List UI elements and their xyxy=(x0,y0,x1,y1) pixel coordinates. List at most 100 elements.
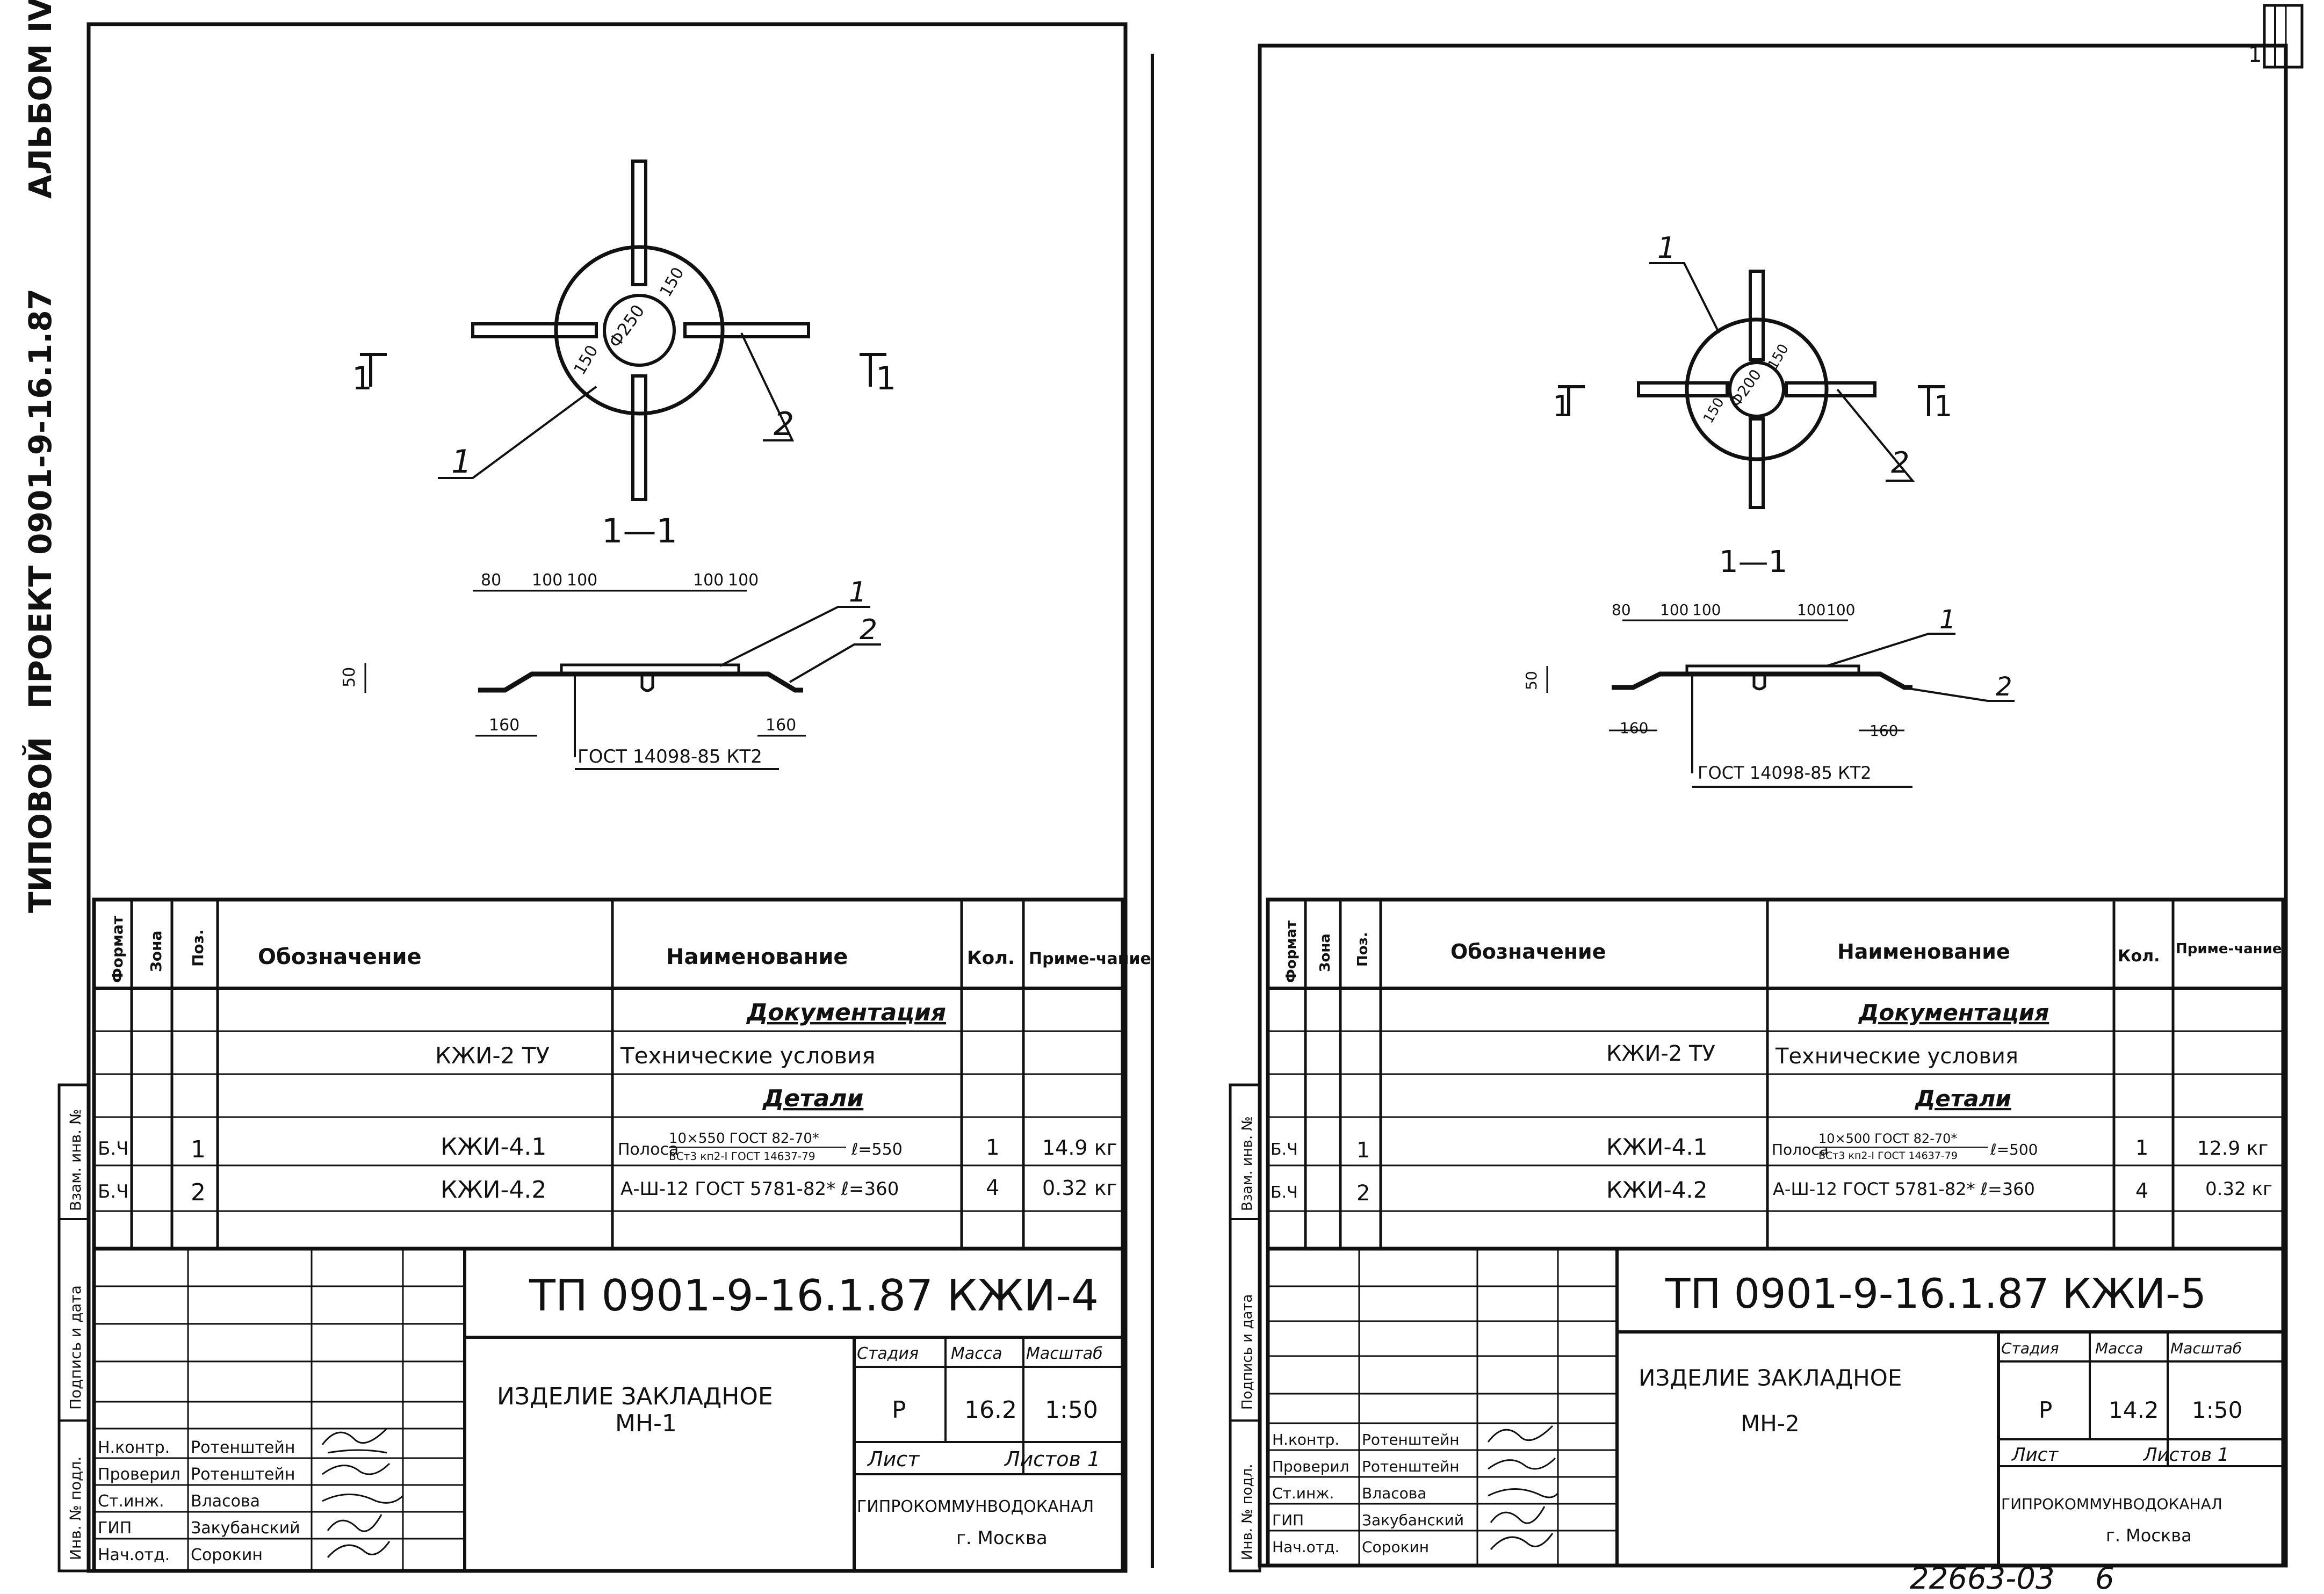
left-row2-name: А-Ш-12 ГОСТ 5781-82* ℓ=360 xyxy=(620,1178,899,1200)
left-row1-qty: 1 xyxy=(986,1135,999,1160)
left-hdr-zone: Зона xyxy=(147,931,165,972)
right-frame xyxy=(1258,44,2288,1568)
album-side-label: ТИПОВОЙ ПРОЕКТ 0901-9-16.1.87 АЛЬБОМ IV xyxy=(21,0,59,913)
right-row2-note: 0.32 кг xyxy=(2205,1178,2272,1200)
left-sheet: 1 1 150 150 Ф250 1 2 1—1 80 100 1 xyxy=(57,22,1151,1573)
right-row2-designation: КЖИ-4.2 xyxy=(1606,1177,1707,1203)
right-section-parts: Детали xyxy=(1914,1085,2011,1112)
left-sec-callout-1: 1 xyxy=(849,576,867,608)
left-row1-name-bottom: ВСт3 кп2-I ГОСТ 14637-79 xyxy=(669,1150,815,1163)
left-signature-3 xyxy=(327,1514,382,1532)
right-side-vzam: Взам. инв. № xyxy=(1239,1116,1255,1211)
left-section-mark-a: 1 xyxy=(352,360,372,397)
right-row1-name-top: 10×500 ГОСТ 82-70* xyxy=(1818,1131,1957,1146)
right-signature-4 xyxy=(1490,1533,1554,1550)
left-staff-name-3: Закубанский xyxy=(191,1519,300,1538)
left-sec-dim-3: 100 xyxy=(567,571,597,590)
left-plan-dim-2: 150 xyxy=(656,264,688,300)
left-callout-2: 2 xyxy=(774,405,794,443)
left-section-mark-b: 1 xyxy=(876,360,896,397)
left-row1-format: Б.Ч xyxy=(98,1138,128,1160)
left-staff-name-2: Власова xyxy=(191,1492,260,1511)
page-number: 6 xyxy=(2095,1561,2114,1594)
right-row1-format: Б.Ч xyxy=(1271,1140,1298,1159)
right-drawing-code: ТП 0901-9-16.1.87 КЖИ-5 xyxy=(1665,1270,2206,1317)
right-doc-designation: КЖИ-2 ТУ xyxy=(1606,1041,1715,1066)
right-plan-dim-3: 150 xyxy=(1765,342,1792,373)
right-staff-role-1: Проверил xyxy=(1272,1458,1349,1475)
right-signature-0 xyxy=(1487,1425,1554,1443)
left-staff-name-4: Сорокин xyxy=(191,1546,263,1564)
right-sec-callout-2: 2 xyxy=(1996,672,2012,702)
left-col-stage: Стадия xyxy=(857,1344,919,1363)
left-doc-name: Технические условия xyxy=(620,1042,876,1069)
left-drawing-code: ТП 0901-9-16.1.87 КЖИ-4 xyxy=(529,1271,1099,1321)
right-section-mark-b: 1 xyxy=(1934,389,1952,423)
left-row1-note: 14.9 кг xyxy=(1042,1136,1117,1160)
right-side-stamp: Взам. инв. № Подпись и дата Инв. № подл. xyxy=(1229,1083,1261,1573)
right-row1-name-prefix: Полоса xyxy=(1772,1141,1829,1158)
left-row2-qty: 4 xyxy=(986,1176,999,1200)
left-staff-name-0: Ротенштейн xyxy=(191,1438,295,1457)
right-mass: 14.2 xyxy=(2109,1397,2159,1423)
corner-mark-number: 1 xyxy=(2248,42,2262,67)
left-sec-dim-5: 100 xyxy=(728,571,759,590)
left-staff-role-4: Нач.отд. xyxy=(98,1546,170,1564)
right-side-sign: Подпись и дата xyxy=(1239,1294,1255,1410)
right-staff-name-4: Сорокин xyxy=(1362,1538,1429,1556)
right-sec-dim-7: 160 xyxy=(1620,719,1648,737)
left-side-stamp: Взам. инв. № Подпись и дата Инв. № подл. xyxy=(57,1083,90,1573)
right-row1-name-bottom: ВСт3 кп2-I ГОСТ 14637-79 xyxy=(1818,1150,1958,1162)
right-col-scale: Масштаб xyxy=(2170,1339,2242,1357)
right-item-name-1: ИЗДЕЛИЕ ЗАКЛАДНОЕ xyxy=(1639,1365,1902,1391)
right-sec-dim-2: 100 xyxy=(1660,601,1688,619)
left-hdr-qty: Кол. xyxy=(967,947,1015,969)
left-row2-note: 0.32 кг xyxy=(1042,1176,1117,1200)
right-hdr-format: Формат xyxy=(1283,921,1300,983)
right-row2-qty: 4 xyxy=(2135,1179,2148,1202)
right-hdr-pos: Поз. xyxy=(1355,932,1371,967)
left-col-mass: Масса xyxy=(951,1344,1002,1363)
right-staff-role-3: ГИП xyxy=(1272,1511,1304,1529)
right-callout-1: 1 xyxy=(1657,231,1676,265)
right-staff-role-2: Ст.инж. xyxy=(1272,1484,1334,1502)
left-sec-dim-7: 160 xyxy=(489,716,519,735)
right-doc-name: Технические условия xyxy=(1775,1044,2018,1069)
right-weld-note: ГОСТ 14098-85 КТ2 xyxy=(1698,763,1872,783)
right-sec-dim-4: 100 xyxy=(1797,601,1825,619)
right-sec-dim-8: 160 xyxy=(1870,722,1898,740)
left-stage: Р xyxy=(892,1396,906,1424)
left-sec-callout-2: 2 xyxy=(860,614,877,646)
left-hdr-format: Формат xyxy=(109,915,126,983)
left-item-name-2: МН-1 xyxy=(615,1410,677,1437)
left-row1-pos: 1 xyxy=(191,1136,206,1163)
right-col-mass: Масса xyxy=(2095,1339,2143,1357)
right-stage: Р xyxy=(2039,1397,2052,1423)
left-hdr-name: Наименование xyxy=(666,945,848,969)
right-row2-pos: 2 xyxy=(1356,1181,1370,1206)
left-section-docs: Документация xyxy=(746,999,946,1026)
right-hdr-qty: Кол. xyxy=(2118,947,2160,966)
left-callout-1: 1 xyxy=(451,443,472,481)
left-row2-format: Б.Ч xyxy=(98,1181,128,1202)
right-sheet: 1 1 150 Ф200 150 1 2 1—1 80 100 100 100 … xyxy=(1229,4,2304,1573)
left-side-vzam: Взам. инв. № xyxy=(67,1109,84,1211)
left-side-inv: Инв. № подл. xyxy=(67,1457,84,1560)
right-row2-name: А-Ш-12 ГОСТ 5781-82* ℓ=360 xyxy=(1773,1179,2035,1199)
archive-number: 22663-03 xyxy=(1910,1561,2055,1594)
album-typical: ТИПОВОЙ xyxy=(21,737,59,913)
right-staff-role-4: Нач.отд. xyxy=(1272,1538,1339,1556)
left-weld-note: ГОСТ 14098-85 КТ2 xyxy=(578,746,762,767)
left-signature-1 xyxy=(322,1462,391,1475)
right-signature-3 xyxy=(1490,1506,1546,1524)
right-plan-view: 1 1 150 Ф200 150 1 2 xyxy=(1553,231,1952,509)
right-plan-dim-1: 150 xyxy=(1700,395,1728,426)
right-row1-name-suffix: ℓ=500 xyxy=(1990,1141,2038,1158)
right-row1-note: 12.9 кг xyxy=(2197,1137,2268,1160)
right-sec-dim-6: 50 xyxy=(1522,671,1540,690)
right-staff-name-0: Ротенштейн xyxy=(1362,1431,1460,1448)
left-section-view: 1—1 80 100 100 100 100 50 160 160 1 2 xyxy=(340,511,881,770)
right-sec-dim-1: 80 xyxy=(1612,601,1631,619)
left-row1-name-prefix: Полоса xyxy=(618,1140,679,1159)
left-item-name-1: ИЗДЕЛИЕ ЗАКЛАДНОЕ xyxy=(497,1383,773,1410)
